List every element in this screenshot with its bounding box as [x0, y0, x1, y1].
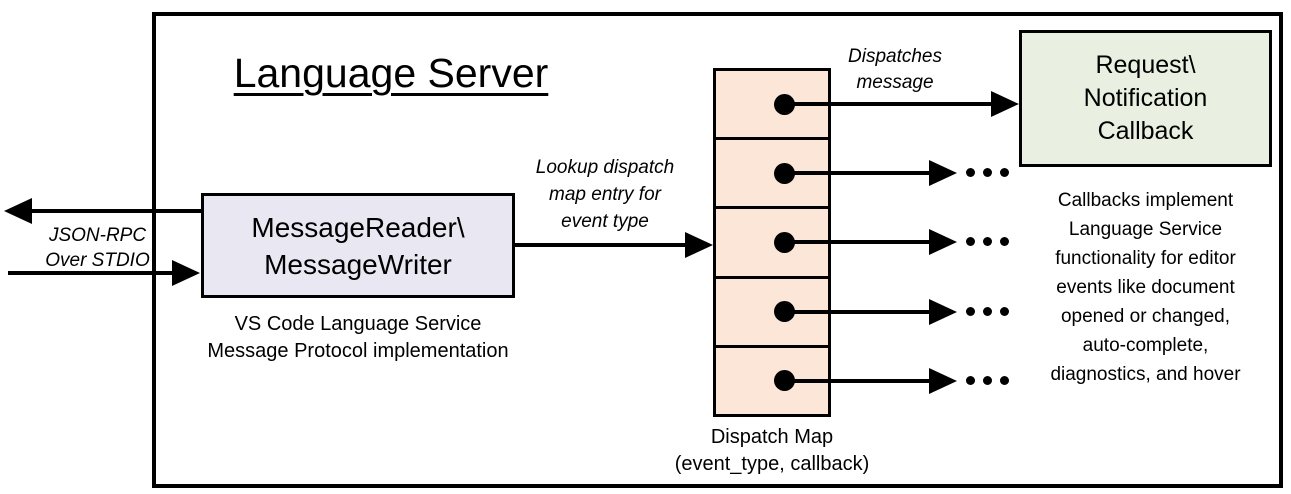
- dispatch-map-cell: [716, 71, 828, 141]
- ellipsis-icon: [966, 307, 1009, 316]
- map-entry-dot: [774, 370, 795, 392]
- map-entry-dot: [774, 93, 795, 115]
- arrowhead-right-icon: [172, 260, 200, 286]
- jsonrpc-label: JSON-RPC Over STDIO: [45, 225, 150, 271]
- map-entry-dot: [774, 301, 795, 323]
- ellipsis-icon: [966, 376, 1009, 385]
- message-box-caption: VS Code Language Service Message Protoco…: [207, 313, 509, 362]
- arrowhead-right-icon: [685, 232, 713, 258]
- ellipsis-icon: [966, 237, 1009, 246]
- arrowhead-right-icon: [991, 91, 1019, 117]
- lookup-label: Lookup dispatch map entry for event type: [535, 157, 675, 232]
- language-server-boundary: [152, 12, 1283, 488]
- map-entry-dot: [774, 232, 795, 253]
- request-notification-callback-box: Request\ Notification Callback: [1019, 30, 1272, 167]
- arrowhead-right-icon: [929, 229, 957, 255]
- dispatch-map-caption: Dispatch Map (event_type, callback): [674, 426, 870, 475]
- arrowhead-right-icon: [929, 160, 957, 186]
- dispatch-map-cell: [716, 279, 828, 348]
- dispatch-map-cell: [716, 348, 828, 414]
- diagram-title: Language Server: [233, 50, 549, 96]
- dispatches-message-label: Dispatches message: [848, 46, 942, 93]
- arrowhead-right-icon: [929, 299, 957, 325]
- dispatch-map-cell: [716, 140, 828, 210]
- arrowhead-right-icon: [929, 368, 957, 394]
- ellipsis-icon: [966, 168, 1009, 177]
- callbacks-note: Callbacks implement Language Service fun…: [1050, 190, 1241, 385]
- dispatch-map-cell: [716, 209, 828, 279]
- map-entry-dot: [774, 162, 795, 184]
- message-reader-writer-box: MessageReader\ MessageWriter: [201, 193, 515, 298]
